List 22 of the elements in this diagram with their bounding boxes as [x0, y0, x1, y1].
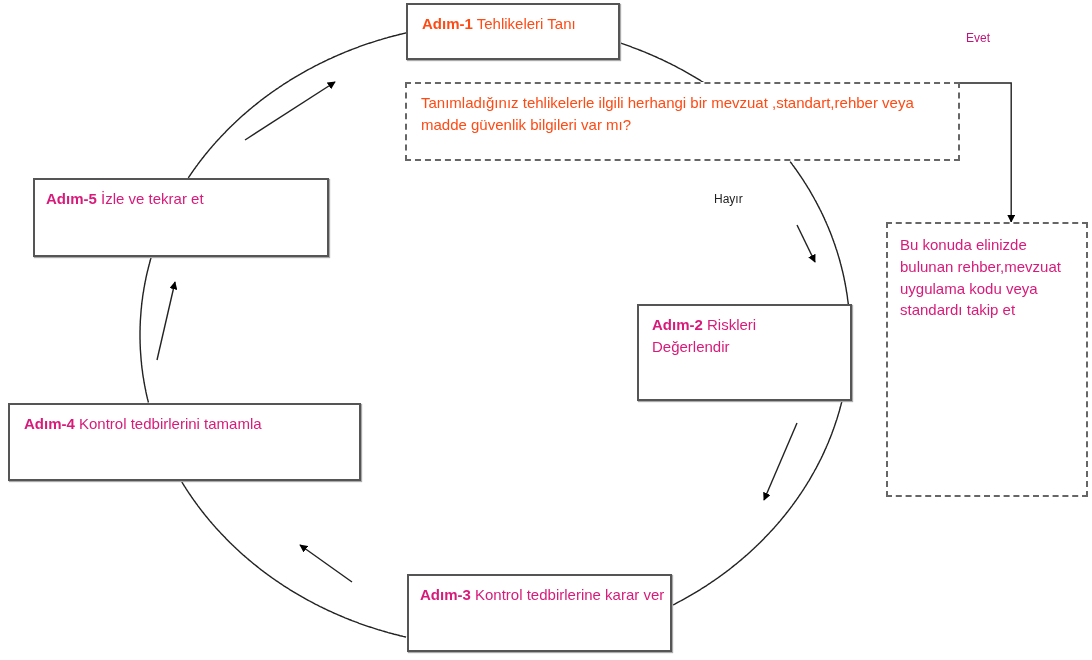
question-box: [405, 82, 960, 161]
edge-label: Hayır: [712, 192, 745, 206]
guidance-box: [886, 222, 1088, 497]
step-text: Adım-1 Tehlikeleri Tanı: [422, 14, 577, 34]
step-box: [33, 178, 329, 257]
cycle-connector: [139, 256, 152, 404]
cycle-connector: [789, 161, 850, 306]
step-text: Adım-2 Riskleri Değerlendir: [652, 315, 758, 357]
step-text: Adım-5 İzle ve tekrar et: [46, 189, 205, 209]
step-box: [8, 403, 361, 481]
step-box: [406, 3, 620, 60]
step-box: [637, 304, 852, 401]
question-text: Tanımladığınız tehlikelerle ilgili herhangi bir mevzuat ,standart,rehber veya madde güvenlik bilgileri var mı?: [421, 93, 915, 135]
cycle-connector: [187, 32, 407, 179]
step-text: Adım-4 Kontrol tedbirlerini tamamla: [24, 414, 263, 434]
arrow: [959, 82, 1016, 223]
cycle-connector: [180, 479, 407, 638]
cycle-connector: [620, 42, 705, 84]
step-box: [407, 574, 672, 652]
edge-label: Evet: [964, 31, 992, 45]
step-text: Adım-3 Kontrol tedbirlerine karar ver: [420, 585, 665, 605]
step-text: Bu konuda elinizde bulunan rehber,mevzuat uygulama kodu veya standardı takip et: [900, 235, 1062, 321]
